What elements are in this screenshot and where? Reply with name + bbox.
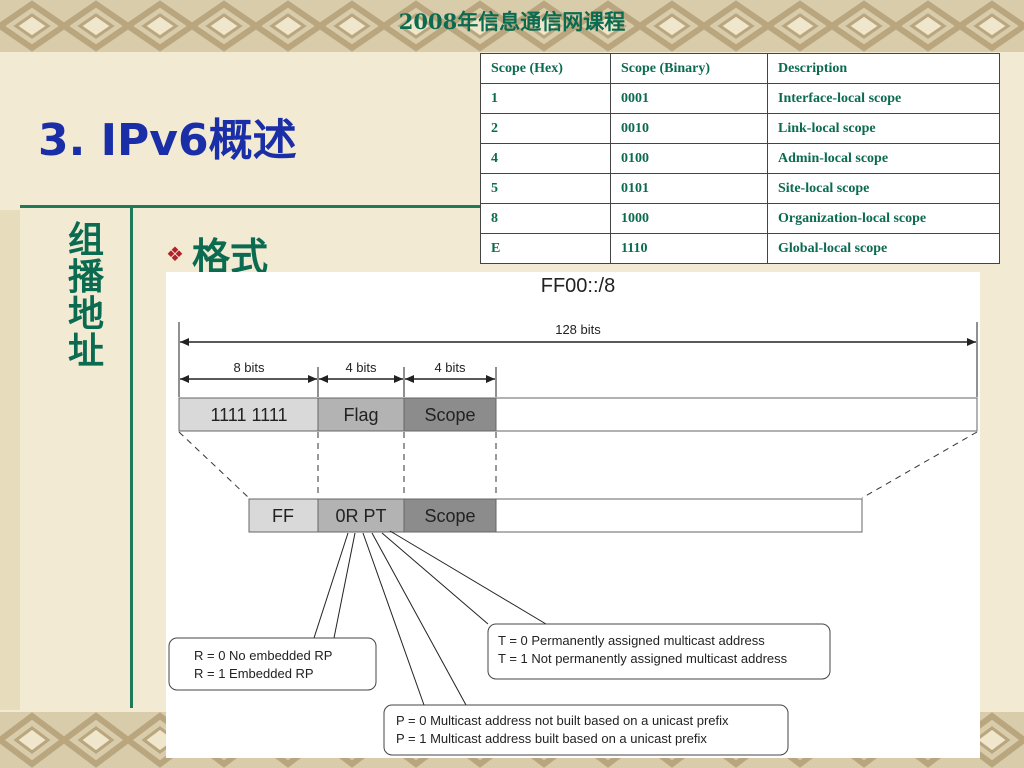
cell-description: Global-local scope [767, 233, 1000, 264]
diagram-canvas: FF00::/8 128 bits 8 bits 4 bits 4 bits 1… [166, 272, 980, 758]
r-callout-line-b [333, 532, 356, 639]
cell-binary: 0010 [610, 113, 768, 144]
dim-8bits-label: 8 bits [233, 360, 265, 375]
field-flag [317, 397, 405, 432]
cell-description: Site-local scope [767, 173, 1000, 204]
dim-scope-label: 4 bits [434, 360, 466, 375]
t-callout-line-a [381, 532, 489, 625]
r-note-line-2: R = 1 Embedded RP [194, 666, 314, 681]
bullet-text: 格式 [191, 234, 268, 279]
table-row: 8 1000 Organization-local scope [480, 203, 1000, 234]
cell-hex: 8 [480, 203, 611, 234]
field-ffbits-label: 1111 1111 [210, 405, 287, 425]
cell-binary: 1000 [610, 203, 768, 234]
scope-table: Scope (Hex) Scope (Binary) Description 1… [480, 53, 1000, 264]
slide-title: 3. IPv6概述 [38, 115, 297, 166]
table-row: 2 0010 Link-local scope [480, 113, 1000, 144]
cell-description: Organization-local scope [767, 203, 1000, 234]
left-decor-strip [0, 210, 20, 710]
cell-binary: 0101 [610, 173, 768, 204]
expand-line-right [861, 431, 978, 499]
field-group-id-bottom [495, 498, 863, 533]
p-callout-line-a [362, 532, 425, 706]
r-note-line-1: R = 0 No embedded RP [194, 648, 332, 663]
cell-binary: 1110 [610, 233, 768, 264]
r-flag-note [168, 637, 377, 691]
field-scope [403, 397, 497, 432]
field-ff-label: FF [272, 506, 294, 526]
side-label: 组播地址 [67, 219, 104, 372]
cell-hex: E [480, 233, 611, 264]
course-header: 2008年信息通信网课程 [398, 9, 626, 34]
cell-hex: 4 [480, 143, 611, 174]
cell-binary: 0001 [610, 83, 768, 114]
top-pattern-band [0, 0, 1024, 52]
multicast-format-diagram: FF00::/8 128 bits 8 bits 4 bits 4 bits 1… [166, 272, 980, 758]
field-scope-label: Scope [424, 405, 475, 425]
field-0rpt [317, 498, 405, 533]
field-group-id [495, 397, 978, 432]
dim-flag-label: 4 bits [345, 360, 377, 375]
diamond-bullet-icon: ❖ [166, 241, 184, 266]
t-callout-line-b [389, 530, 547, 625]
table-row: E 1110 Global-local scope [480, 233, 1000, 264]
p-note-line-2: P = 1 Multicast address built based on a… [396, 731, 707, 746]
table-row: 4 0100 Admin-local scope [480, 143, 1000, 174]
table-header-row: Scope (Hex) Scope (Binary) Description [480, 53, 1000, 84]
cell-description: Admin-local scope [767, 143, 1000, 174]
field-ff [248, 498, 319, 533]
table-row: 5 0101 Site-local scope [480, 173, 1000, 204]
cell-binary: 0100 [610, 143, 768, 174]
header-scope-binary: Scope (Binary) [610, 53, 768, 84]
field-scope-bottom [403, 498, 497, 533]
p-flag-note [383, 704, 789, 756]
cell-description: Interface-local scope [767, 83, 1000, 114]
table-row: 1 0001 Interface-local scope [480, 83, 1000, 114]
top-pattern [0, 0, 1024, 52]
prefix-title: FF00::/8 [541, 275, 615, 297]
bullet-format: ❖ 格式 [166, 226, 268, 281]
t-note-line-2: T = 1 Not permanently assigned multicast… [498, 651, 788, 666]
side-divider [130, 208, 133, 708]
cell-hex: 1 [480, 83, 611, 114]
t-note-line-1: T = 0 Permanently assigned multicast add… [498, 633, 765, 648]
field-0rpt-label: 0R PT [335, 506, 386, 526]
header-description: Description [767, 53, 1000, 84]
t-flag-note [487, 623, 831, 680]
cell-description: Link-local scope [767, 113, 1000, 144]
p-note-line-1: P = 0 Multicast address not built based … [396, 713, 729, 728]
header-scope-hex: Scope (Hex) [480, 53, 611, 84]
field-scope-bottom-label: Scope [424, 506, 475, 526]
p-callout-line-b [371, 532, 467, 706]
field-ffbits [178, 397, 319, 432]
dim-128-label: 128 bits [555, 322, 601, 337]
field-flag-label: Flag [343, 405, 378, 425]
cell-hex: 2 [480, 113, 611, 144]
r-callout-line-a [313, 532, 349, 639]
cell-hex: 5 [480, 173, 611, 204]
expand-line-left [178, 431, 250, 499]
